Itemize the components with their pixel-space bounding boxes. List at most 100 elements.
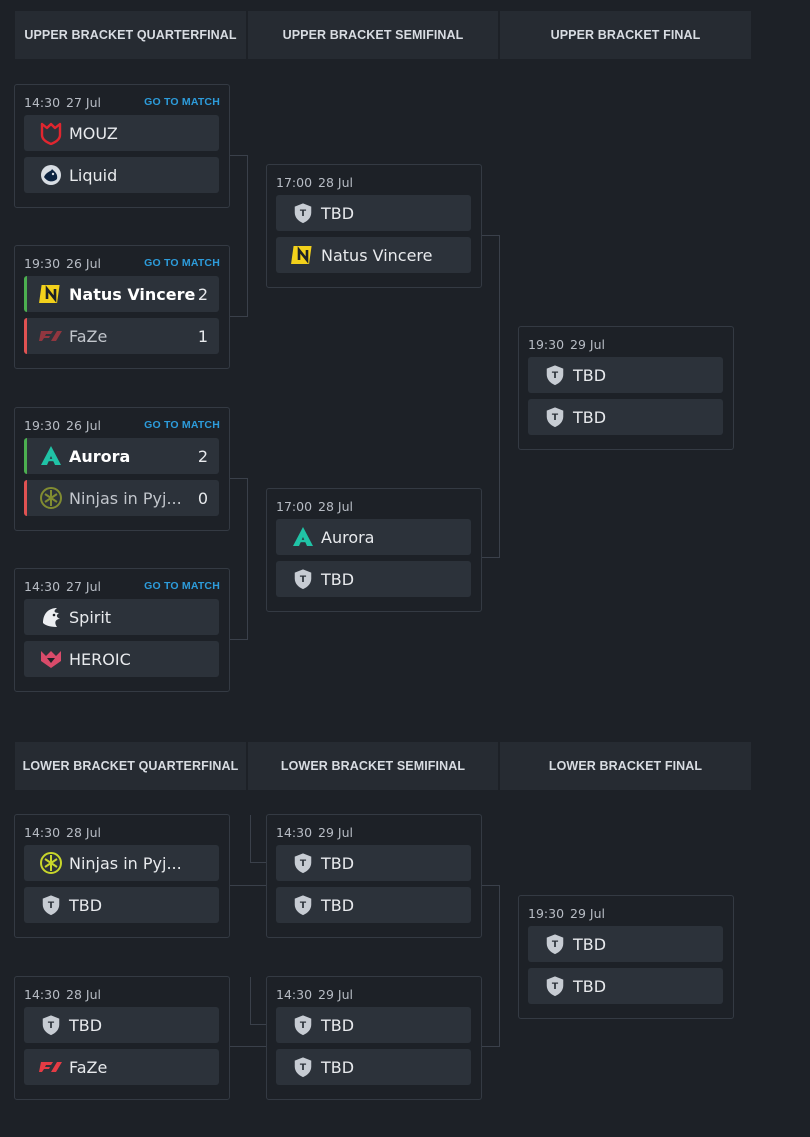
team-name: FaZe bbox=[69, 1057, 108, 1077]
team-name: FaZe bbox=[69, 326, 108, 346]
faze-logo-icon bbox=[39, 324, 63, 348]
tbd-shield-icon: T bbox=[543, 363, 567, 387]
match-date: 28 Jul bbox=[318, 174, 353, 190]
tbd-shield-icon: T bbox=[543, 405, 567, 429]
team-score: 0 bbox=[197, 488, 208, 508]
team-row[interactable]: T TBD bbox=[528, 968, 723, 1004]
connector-line bbox=[247, 155, 248, 317]
connector-line bbox=[250, 815, 251, 862]
connector-line bbox=[482, 1046, 499, 1047]
go-to-match-link[interactable]: GO TO MATCH bbox=[144, 580, 220, 592]
connector-line bbox=[499, 885, 500, 1047]
connector-line bbox=[250, 977, 251, 1024]
navi-logo-icon bbox=[291, 243, 315, 267]
go-to-match-link[interactable]: GO TO MATCH bbox=[144, 419, 220, 431]
connector-line bbox=[230, 1046, 266, 1047]
svg-text:T: T bbox=[552, 370, 559, 381]
connector-line bbox=[250, 1024, 266, 1025]
connector-line bbox=[250, 862, 266, 863]
team-name: Liquid bbox=[69, 165, 118, 185]
svg-text:T: T bbox=[48, 1020, 55, 1031]
match-time: 17:00 bbox=[276, 174, 313, 190]
match-time: 14:30 bbox=[24, 824, 61, 840]
team-row[interactable]: HEROIC bbox=[24, 641, 219, 677]
match-card: 14:30 28 Jul T TBD FaZe bbox=[14, 976, 230, 1100]
go-to-match-link[interactable]: GO TO MATCH bbox=[144, 257, 220, 269]
team-row[interactable]: T TBD bbox=[528, 399, 723, 435]
go-to-match-link[interactable]: GO TO MATCH bbox=[144, 96, 220, 108]
tbd-shield-icon: T bbox=[291, 201, 315, 225]
liquid-logo-icon bbox=[39, 163, 63, 187]
lower-sf-header: LOWER BRACKET SEMIFINAL bbox=[248, 742, 498, 790]
aurora-logo-icon bbox=[39, 444, 63, 468]
match-date: 29 Jul bbox=[570, 336, 605, 352]
team-row[interactable]: T TBD bbox=[24, 887, 219, 923]
team-row-loser[interactable]: Ninjas in Pyj... 0 bbox=[24, 480, 219, 516]
team-row[interactable]: Liquid bbox=[24, 157, 219, 193]
team-row[interactable]: Aurora bbox=[276, 519, 471, 555]
match-date: 29 Jul bbox=[318, 986, 353, 1002]
tbd-shield-icon: T bbox=[39, 893, 63, 917]
svg-text:T: T bbox=[552, 412, 559, 423]
tbd-shield-icon: T bbox=[39, 1013, 63, 1037]
match-date: 29 Jul bbox=[570, 905, 605, 921]
connector-line bbox=[482, 885, 499, 886]
team-row-loser[interactable]: FaZe 1 bbox=[24, 318, 219, 354]
connector-line bbox=[230, 155, 247, 156]
team-name: TBD bbox=[573, 365, 607, 385]
nip-logo-icon bbox=[39, 851, 63, 875]
team-row[interactable]: MOUZ bbox=[24, 115, 219, 151]
team-score: 1 bbox=[197, 326, 208, 346]
team-row[interactable]: T TBD bbox=[276, 845, 471, 881]
lower-final-header: LOWER BRACKET FINAL bbox=[500, 742, 751, 790]
team-row[interactable]: T TBD bbox=[24, 1007, 219, 1043]
match-card: 17:00 28 Jul T TBD Natus Vincere bbox=[266, 164, 482, 288]
match-date: 28 Jul bbox=[66, 986, 101, 1002]
match-time: 14:30 bbox=[24, 94, 61, 110]
upper-sf-header: UPPER BRACKET SEMIFINAL bbox=[248, 11, 498, 59]
team-row[interactable]: T TBD bbox=[528, 357, 723, 393]
team-row[interactable]: T TBD bbox=[276, 561, 471, 597]
team-row[interactable]: T TBD bbox=[276, 887, 471, 923]
svg-text:T: T bbox=[300, 574, 307, 585]
match-time: 17:00 bbox=[276, 498, 313, 514]
svg-text:T: T bbox=[300, 858, 307, 869]
tbd-shield-icon: T bbox=[291, 1055, 315, 1079]
team-name: MOUZ bbox=[69, 123, 118, 143]
nip-logo-icon bbox=[39, 486, 63, 510]
team-row[interactable]: FaZe bbox=[24, 1049, 219, 1085]
team-name: TBD bbox=[573, 407, 607, 427]
team-row[interactable]: Natus Vincere bbox=[276, 237, 471, 273]
tbd-shield-icon: T bbox=[543, 974, 567, 998]
connector-line bbox=[247, 478, 248, 640]
team-name: TBD bbox=[321, 569, 355, 589]
match-time: 14:30 bbox=[24, 986, 61, 1002]
aurora-logo-icon bbox=[291, 525, 315, 549]
connector-line bbox=[482, 557, 499, 558]
tbd-shield-icon: T bbox=[543, 932, 567, 956]
team-name: Ninjas in Pyj... bbox=[69, 488, 182, 508]
team-name: TBD bbox=[321, 1015, 355, 1035]
svg-text:T: T bbox=[552, 981, 559, 992]
team-row[interactable]: T TBD bbox=[276, 1007, 471, 1043]
team-row[interactable]: T TBD bbox=[276, 1049, 471, 1085]
tbd-shield-icon: T bbox=[291, 851, 315, 875]
team-row[interactable]: Ninjas in Pyj... bbox=[24, 845, 219, 881]
tbd-shield-icon: T bbox=[291, 893, 315, 917]
connector-line bbox=[230, 885, 266, 886]
team-row[interactable]: Spirit bbox=[24, 599, 219, 635]
match-time: 14:30 bbox=[276, 824, 313, 840]
team-name: TBD bbox=[321, 853, 355, 873]
upper-qf-header: UPPER BRACKET QUARTERFINAL bbox=[15, 11, 246, 59]
team-row[interactable]: T TBD bbox=[276, 195, 471, 231]
team-row[interactable]: T TBD bbox=[528, 926, 723, 962]
faze-logo-icon bbox=[39, 1055, 63, 1079]
